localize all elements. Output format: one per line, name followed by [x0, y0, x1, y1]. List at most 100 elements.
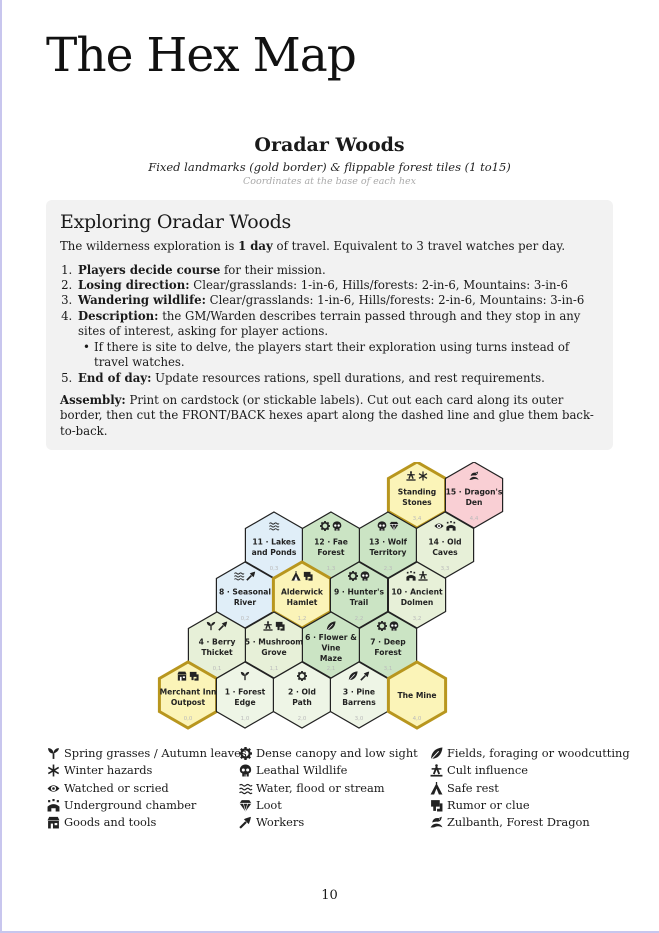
- legend-label: Cult influence: [447, 763, 529, 778]
- hex-label: Territory: [370, 548, 407, 557]
- hex-label: 6 · Flower &: [305, 633, 357, 642]
- hex-coordinate: 1,3: [327, 566, 336, 572]
- step-sub-list: If there is site to delve, the players s…: [78, 340, 599, 371]
- legend-label: Zulbanth, Forest Dragon: [447, 815, 590, 830]
- hex-label: 10 · Ancient: [391, 588, 443, 597]
- page-number: 10: [321, 888, 338, 903]
- hex-label: Dolmen: [401, 598, 434, 607]
- legend-label: Spring grasses / Autumn leaves: [64, 746, 247, 760]
- hex-label: Vine: [322, 644, 341, 653]
- hex-coordinate: 0,3: [270, 566, 279, 572]
- exploration-intro: The wilderness exploration is 1 day of t…: [60, 239, 599, 254]
- chamber-icon: [47, 799, 60, 812]
- legend-label: Leathal Wildlife: [256, 763, 348, 778]
- page-bottom-edge: [0, 931, 659, 933]
- dragon-icon: [430, 816, 443, 828]
- step-item: Players decide course for their mission.: [76, 263, 599, 278]
- hex-coordinate: 1,2: [298, 616, 307, 622]
- legend-label: Safe rest: [447, 780, 499, 795]
- legend-item: Loot: [238, 797, 418, 814]
- legend-item: Safe rest: [429, 780, 630, 797]
- landmark-hex: [386, 660, 448, 730]
- legend-label: Water, flood or stream: [256, 780, 385, 795]
- hex-label: 2 · Old: [288, 688, 316, 697]
- hex-label: 5 · Mushroom: [245, 638, 304, 647]
- legend-label: Watched or scried: [64, 780, 169, 795]
- rumor-icon: [431, 800, 443, 812]
- map-description: Fixed landmarks (gold border) & flippabl…: [148, 159, 511, 174]
- leaf-icon: [430, 747, 443, 761]
- hex-label: Outpost: [171, 698, 206, 707]
- hex-shape: [444, 462, 504, 529]
- intro-text-end: of travel. Equivalent to 3 travel watche…: [272, 239, 566, 254]
- hex-label: 11 · Lakes: [252, 538, 296, 547]
- step-item: End of day: Update resources rations, sp…: [76, 371, 599, 386]
- legend-item: Watched or scried: [46, 780, 247, 797]
- legend-item: Underground chamber: [46, 797, 247, 814]
- skull-icon: [239, 764, 252, 777]
- hex-label: Merchant Inn: [160, 688, 217, 697]
- hex-label: 14 · Old: [428, 538, 461, 547]
- legend-item: Rumor or clue: [429, 797, 630, 814]
- hex-label: Caves: [432, 548, 458, 557]
- hex-label: 3 · Pine: [343, 688, 375, 697]
- hex-label: Hamlet: [287, 598, 318, 607]
- assembly-label: Assembly:: [60, 393, 126, 408]
- eye-icon: [47, 784, 60, 792]
- legend-item: Spring grasses / Autumn leaves: [46, 745, 247, 762]
- legend-label: Goods and tools: [64, 815, 157, 830]
- legend-label: Fields, foraging or woodcutting: [447, 746, 630, 760]
- hex-label: Maze: [320, 654, 342, 663]
- hex-coordinate: 4,4: [470, 516, 479, 522]
- assembly-text: Print on cardstock (or stickable labels)…: [60, 393, 594, 438]
- pick-icon: [238, 816, 253, 830]
- exploration-steps: Players decide course for their mission.…: [60, 263, 599, 387]
- legend-label: Dense canopy and low sight: [256, 746, 418, 760]
- hex-shape: [387, 561, 447, 629]
- intro-bold: 1 day: [238, 239, 273, 254]
- map-subtitle: Oradar Woods: [254, 134, 405, 156]
- hex-coordinate: 3,1: [384, 666, 393, 672]
- hex-coordinate: 3,2: [413, 616, 422, 622]
- hex-label: Thicket: [201, 648, 233, 657]
- hex-label: 1 · Forest: [225, 688, 266, 697]
- hex-coordinate: 0,2: [241, 616, 250, 622]
- map-coordinates-note: Coordinates at the base of each hex: [243, 175, 416, 187]
- hex-coordinate: 1,1: [270, 666, 279, 672]
- legend-item: Fields, foraging or woodcutting: [429, 745, 630, 762]
- legend-item: Cult influence: [429, 762, 630, 779]
- map-header: Oradar Woods Fixed landmarks (gold borde…: [46, 134, 613, 187]
- hex-coordinate: 2,2: [355, 616, 364, 622]
- hex-label: The Mine: [397, 691, 436, 700]
- hex-label: Alderwick: [281, 588, 324, 597]
- assembly-instructions: Assembly: Print on cardstock (or stickab…: [60, 393, 599, 439]
- hex-label: River: [234, 598, 257, 607]
- goods-icon: [47, 817, 60, 829]
- legend-label: Rumor or clue: [447, 797, 530, 812]
- exploration-heading: Exploring Oradar Woods: [60, 211, 291, 233]
- step-item: Description: the GM/Warden describes ter…: [76, 309, 599, 371]
- hex-label: Standing: [398, 488, 437, 497]
- hex-label: Edge: [234, 698, 255, 707]
- hex-label: Stones: [402, 498, 432, 507]
- legend-item: Leathal Wildlife: [238, 762, 418, 779]
- legend-label: Winter hazards: [64, 763, 153, 778]
- hex-coordinate: 4,0: [413, 716, 422, 722]
- tent-icon: [429, 781, 444, 795]
- gear-icon: [238, 747, 253, 761]
- snowflake-icon: [47, 764, 60, 778]
- exploration-rules-box: Exploring Oradar Woods The wilderness ex…: [46, 200, 613, 450]
- hex-coordinate: 3,3: [441, 566, 450, 572]
- legend-label: Workers: [256, 815, 305, 830]
- hex-tile: The Mine 4,0: [386, 660, 448, 730]
- hex-label: Forest: [317, 548, 345, 557]
- hex-coordinate: 3,0: [355, 716, 364, 722]
